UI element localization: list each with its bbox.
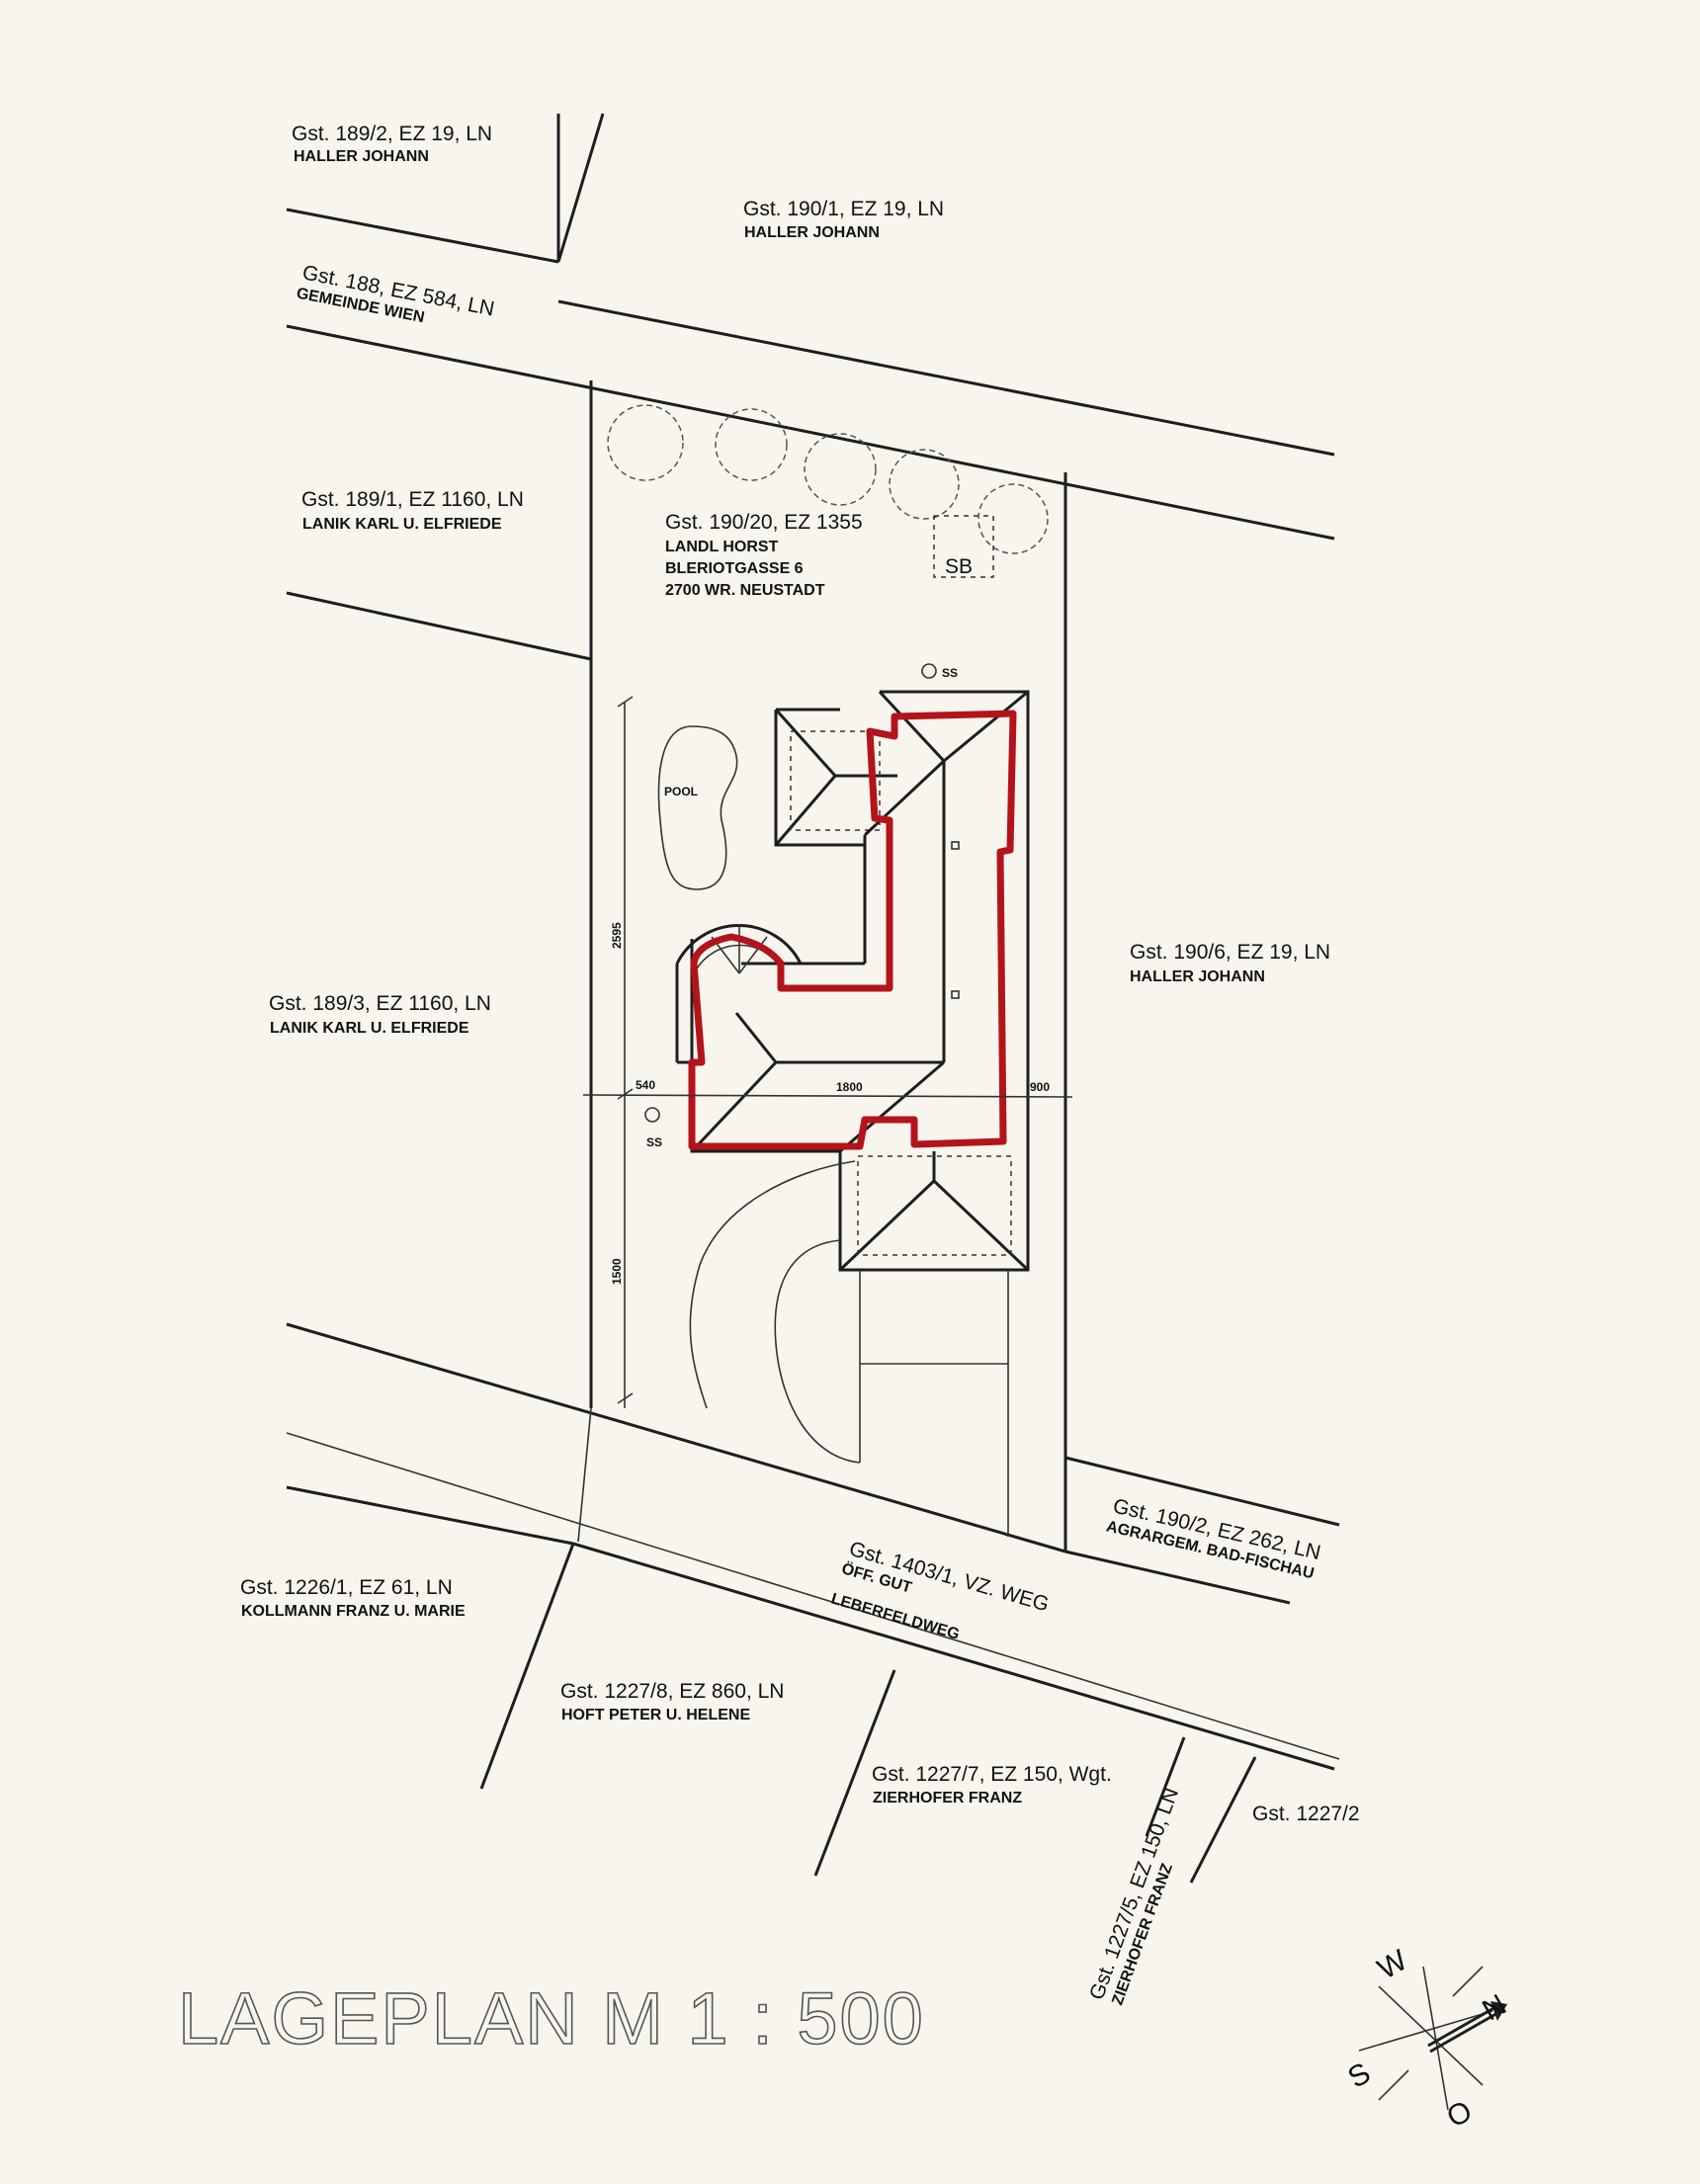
ss-top-label: SS (942, 666, 958, 680)
parcel-1227-7-owner: ZIERHOFER FRANZ (873, 1790, 1022, 1806)
parcel-189-3-id: Gst. 189/3, EZ 1160, LN (269, 992, 491, 1015)
parcel-1227-7-id: Gst. 1227/7, EZ 150, Wgt. (872, 1763, 1112, 1786)
parcel-190-20-id: Gst. 190/20, EZ 1355 (665, 511, 863, 534)
pool-label: POOL (664, 785, 698, 798)
parcel-190-1-owner: HALLER JOHANN (744, 224, 880, 241)
sb-box: SB (933, 515, 994, 578)
parcel-1227-8-owner: HOFT PETER U. HELENE (561, 1707, 750, 1723)
compass-west-label: W (1372, 1944, 1413, 1986)
parcel-1227-2-id: Gst. 1227/2 (1252, 1803, 1360, 1825)
parcel-189-2: Gst. 189/2, EZ 19, LN HALLER JOHANN (292, 123, 492, 165)
parcel-190-1-id: Gst. 190/1, EZ 19, LN (743, 198, 944, 220)
parcel-189-1-owner: LANIK KARL U. ELFRIEDE (302, 516, 502, 533)
parcel-189-2-id: Gst. 189/2, EZ 19, LN (292, 123, 492, 145)
compass-rose: N W S O (1342, 1944, 1511, 2135)
parcel-1226-1: Gst. 1226/1, EZ 61, LN KOLLMANN FRANZ U.… (240, 1576, 466, 1620)
driveway (577, 1160, 1009, 1543)
parcel-190-20-street: BLERIOTGASSE 6 (665, 560, 804, 577)
manhole-left (644, 1107, 660, 1123)
compass-south-label: S (1342, 2057, 1376, 2095)
ss-left-label: SS (646, 1135, 662, 1149)
dimension-lines (582, 696, 1073, 1408)
parcel-1227-8-id: Gst. 1227/8, EZ 860, LN (560, 1680, 784, 1703)
parcel-189-3: Gst. 189/3, EZ 1160, LN LANIK KARL U. EL… (269, 992, 491, 1037)
building-roofs (675, 690, 1030, 1272)
parcel-190-2: Gst. 190/2, EZ 262, LN AGRARGEM. BAD-FIS… (1105, 1494, 1323, 1582)
plan-title: LAGEPLAN M 1 : 500 (178, 1977, 925, 2059)
pool (657, 725, 738, 890)
parcel-1226-1-owner: KOLLMANN FRANZ U. MARIE (241, 1603, 466, 1620)
manhole-top (921, 663, 937, 679)
parcel-1227-7: Gst. 1227/7, EZ 150, Wgt. ZIERHOFER FRAN… (872, 1763, 1112, 1806)
dim-vertical-lower: 1500 (610, 1258, 624, 1285)
street-name-label: LEBERFELDWEG (829, 1591, 962, 1643)
parcel-189-1: Gst. 189/1, EZ 1160, LN LANIK KARL U. EL… (301, 488, 524, 533)
parcel-190-1: Gst. 190/1, EZ 19, LN HALLER JOHANN (743, 198, 944, 241)
construction-outline (688, 710, 1017, 1150)
parcel-190-20-city: 2700 WR. NEUSTADT (665, 582, 825, 599)
parcel-1227-8: Gst. 1227/8, EZ 860, LN HOFT PETER U. HE… (560, 1680, 784, 1723)
trees (607, 404, 1049, 554)
parcel-190-6-owner: HALLER JOHANN (1130, 968, 1265, 985)
parcel-1226-1-id: Gst. 1226/1, EZ 61, LN (240, 1576, 453, 1599)
parcel-boundaries (286, 113, 1340, 1884)
parcel-189-1-id: Gst. 189/1, EZ 1160, LN (301, 488, 524, 511)
parcel-188: Gst. 188, EZ 584, LN GEMEINDE WIEN (295, 261, 496, 326)
dim-horiz-mid: 1800 (836, 1080, 863, 1094)
parcel-189-2-owner: HALLER JOHANN (294, 148, 429, 165)
parcel-189-3-owner: LANIK KARL U. ELFRIEDE (270, 1020, 469, 1037)
dim-horiz-left: 540 (636, 1078, 655, 1092)
dim-horiz-right: 900 (1030, 1080, 1050, 1094)
parcel-190-6-id: Gst. 190/6, EZ 19, LN (1130, 941, 1330, 964)
parcel-190-20: Gst. 190/20, EZ 1355 LANDL HORST BLERIOT… (665, 511, 863, 599)
sb-label: SB (945, 555, 973, 578)
parcel-190-20-owner: LANDL HORST (665, 539, 779, 555)
dim-vertical-upper: 2595 (610, 922, 624, 949)
parcel-1227-5: Gst. 1227/5, EZ 150, LN ZIERHOFER FRANZ (1085, 1785, 1183, 2007)
parcel-1403-1: Gst. 1403/1, VZ. WEG ÖFF. GUT (839, 1538, 1051, 1617)
parcel-190-6: Gst. 190/6, EZ 19, LN HALLER JOHANN (1130, 941, 1330, 985)
